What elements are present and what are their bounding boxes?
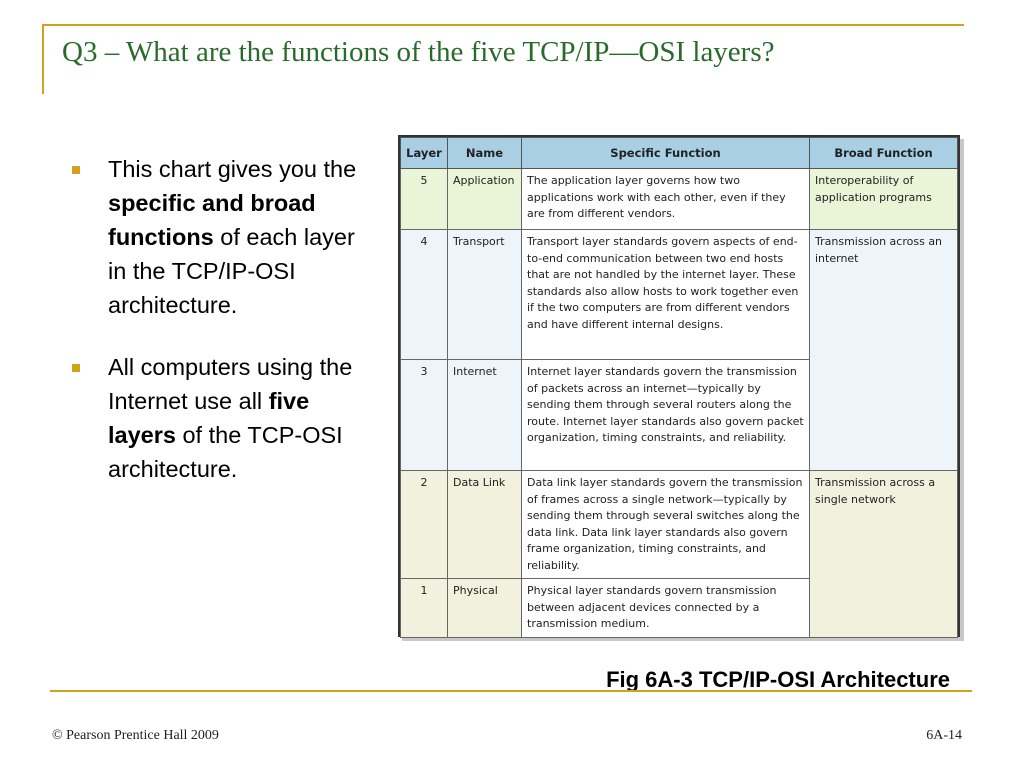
specific-function: Physical layer standards govern transmis…	[521, 578, 810, 638]
broad-function-application: Interoperability of application programs	[809, 168, 958, 230]
layer-name: Data Link	[447, 470, 522, 579]
footer-line	[50, 690, 972, 692]
header-name: Name	[447, 137, 522, 169]
layer-name: Application	[447, 168, 522, 230]
specific-function: The application layer governs how two ap…	[521, 168, 810, 230]
layer-number: 5	[400, 168, 448, 230]
table-row: 3 Internet Internet layer standards gove…	[400, 359, 958, 471]
layer-number: 2	[400, 470, 448, 579]
layer-number: 1	[400, 578, 448, 638]
bullet-item: All computers using the Internet use all…	[70, 350, 360, 486]
specific-function: Data link layer standards govern the tra…	[521, 470, 810, 579]
bullet-text-segment: of the TCP-OSI architecture.	[108, 422, 343, 482]
bullet-bold-segment: specific and broad functions	[108, 190, 316, 250]
specific-function: Internet layer standards govern the tran…	[521, 359, 810, 471]
footer-page-number: 6A-14	[926, 728, 962, 743]
layer-name: Physical	[447, 578, 522, 638]
table-row: 2 Data Link Data link layer standards go…	[400, 470, 958, 638]
bullet-text-segment: This chart gives you the	[108, 156, 357, 182]
frame-left-line	[42, 24, 44, 94]
figure-caption: Fig 6A-3 TCP/IP-OSI Architecture	[606, 667, 950, 692]
table-row: 5 Application The application layer gove…	[400, 168, 958, 230]
bullet-text-segment: All computers using the Internet use all	[108, 354, 353, 414]
broad-function-single-network: Transmission across a single network	[809, 470, 958, 638]
layer-number: 3	[400, 359, 448, 471]
layer-number: 4	[400, 229, 448, 360]
layer-name: Transport	[447, 229, 522, 360]
specific-function: Transport layer standards govern aspects…	[521, 229, 810, 360]
bullet-square-icon	[72, 166, 80, 174]
frame-top-line	[42, 24, 964, 26]
header-specific-function: Specific Function	[521, 137, 810, 169]
slide-title: Q3 – What are the functions of the five …	[62, 36, 775, 68]
table-row: 1 Physical Physical layer standards gove…	[400, 578, 958, 638]
footer-copyright: © Pearson Prentice Hall 2009	[52, 728, 219, 743]
layer-name: Internet	[447, 359, 522, 471]
table-header-row: Layer Name Specific Function Broad Funct…	[400, 137, 958, 169]
header-layer: Layer	[400, 137, 448, 169]
bullet-text-segment: of each layer in the TCP/IP-OSI architec…	[108, 224, 355, 318]
broad-function-internet: Transmission across an internet	[809, 229, 958, 471]
bullet-item: This chart gives you the specific and br…	[70, 152, 360, 322]
table-row: 4 Transport Transport layer standards go…	[400, 229, 958, 471]
bullet-list: This chart gives you the specific and br…	[70, 152, 360, 514]
bullet-bold-segment: five layers	[108, 388, 310, 448]
osi-figure: Layer Name Specific Function Broad Funct…	[398, 135, 960, 638]
header-broad-function: Broad Function	[809, 137, 958, 169]
osi-layer-table: Layer Name Specific Function Broad Funct…	[400, 137, 958, 638]
bullet-square-icon	[72, 364, 80, 372]
